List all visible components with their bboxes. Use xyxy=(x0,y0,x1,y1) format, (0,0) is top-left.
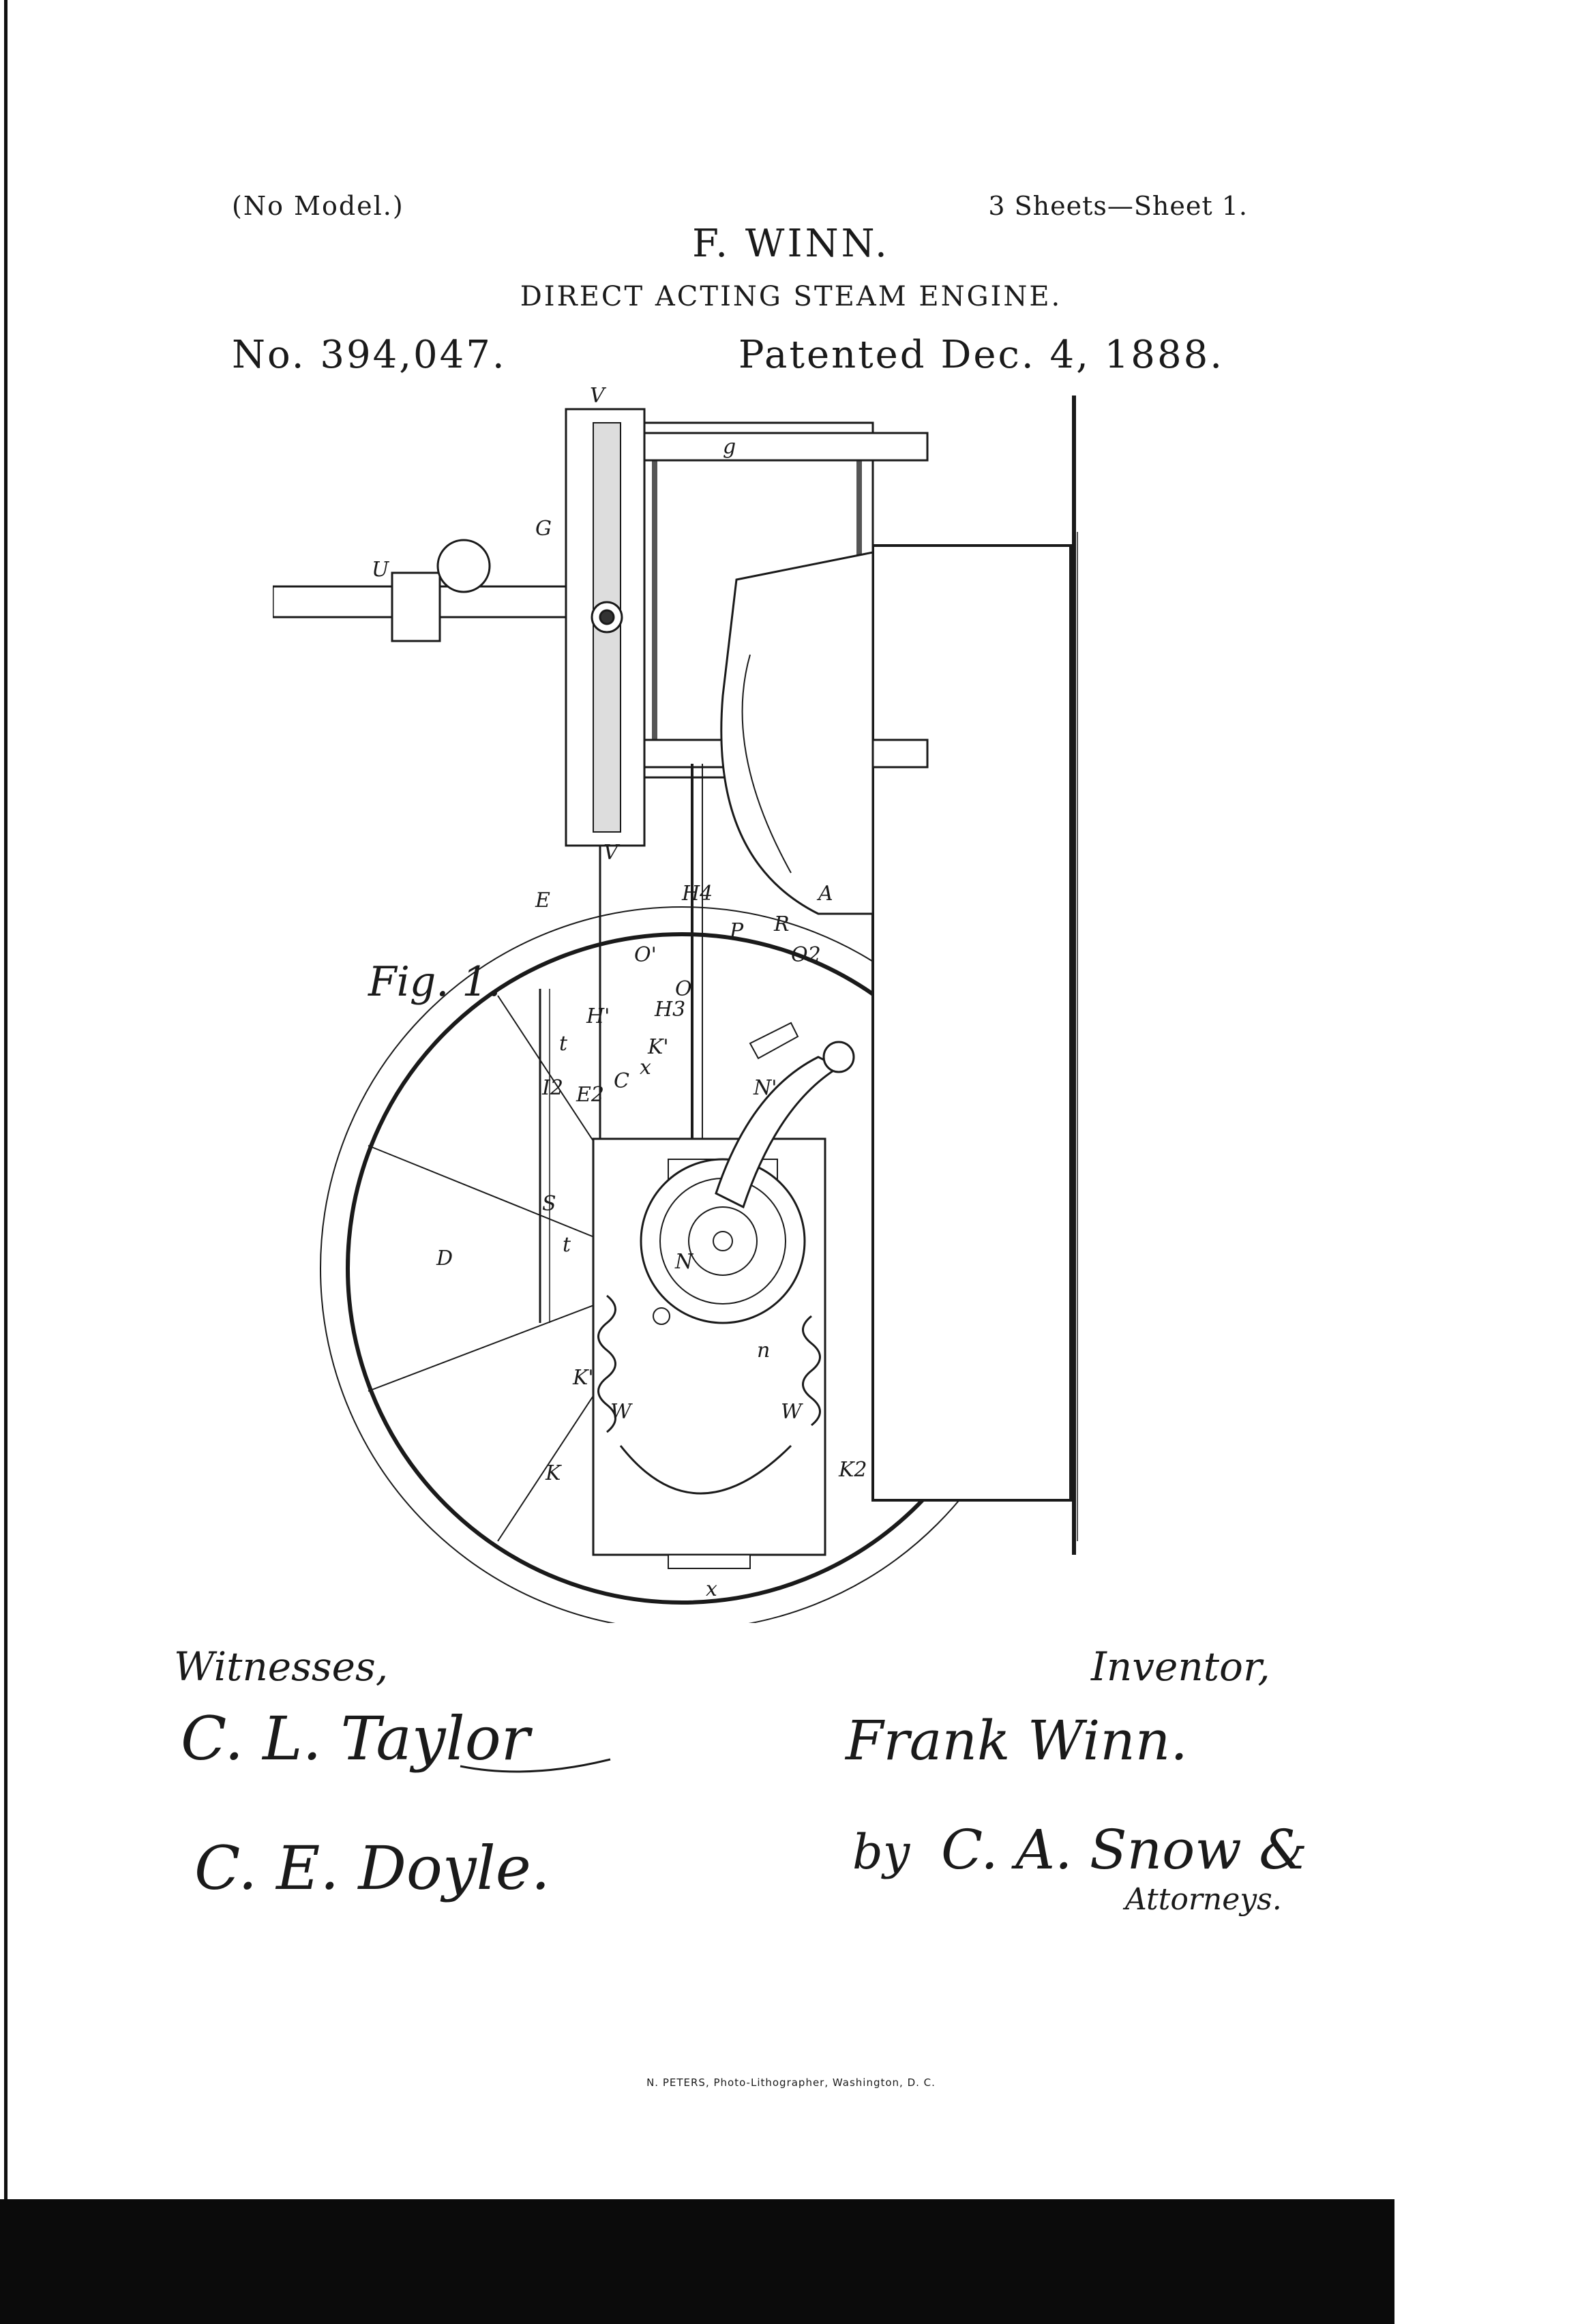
label-N: N xyxy=(674,1250,694,1274)
witnesses-label: Witnesses, xyxy=(174,1643,389,1690)
attorney-signature: C. A. Snow & Co. xyxy=(941,1818,1323,1881)
label-S: S xyxy=(542,1192,556,1216)
witness-signature-2: C. E. Doyle. xyxy=(194,1833,550,1903)
by-word: by xyxy=(852,1824,911,1880)
label-t-upper: t xyxy=(559,1032,568,1056)
witness-signatures: C. L. Taylor C. E. Doyle. xyxy=(181,1703,611,1903)
label-n: n xyxy=(757,1339,770,1362)
label-O1: O' xyxy=(634,943,657,967)
inventor-signature: Frank Winn. xyxy=(844,1709,1188,1772)
label-x: x xyxy=(640,1056,651,1079)
no-model-note: (No Model.) xyxy=(232,191,404,221)
label-C: C xyxy=(614,1069,629,1093)
label-P: P xyxy=(729,919,744,943)
inventor-name: F. WINN. xyxy=(692,222,890,266)
attorneys-label: Attorneys. xyxy=(1122,1882,1282,1917)
patent-date: Patented Dec. 4, 1888. xyxy=(738,333,1224,377)
label-I2: I2 xyxy=(541,1076,563,1100)
label-W-left: W xyxy=(610,1400,633,1424)
printer-credit: N. PETERS, Photo-Lithographer, Washingto… xyxy=(646,2076,936,2089)
label-H3: H3 xyxy=(654,998,685,1022)
inventor-signatures: Frank Winn. by C. A. Snow & Co. Attorney… xyxy=(844,1709,1323,1917)
label-V-top: V xyxy=(590,384,607,408)
scan-bottom-band xyxy=(0,2199,1394,2324)
engine-bed xyxy=(871,544,1072,1502)
label-H1: H' xyxy=(586,1004,610,1028)
label-K: K xyxy=(545,1461,562,1485)
label-N1: N' xyxy=(753,1076,777,1100)
label-t-lower: t xyxy=(563,1233,571,1257)
label-O2: O2 xyxy=(791,943,821,967)
label-E2: E2 xyxy=(576,1083,604,1107)
inventor-label: Inventor, xyxy=(1091,1643,1270,1690)
label-g: g xyxy=(723,435,736,459)
label-H4: H4 xyxy=(681,882,713,906)
label-x-bottom: x xyxy=(706,1577,717,1601)
label-G: G xyxy=(535,517,552,541)
label-U: U xyxy=(372,558,390,582)
scan-left-edge xyxy=(4,0,8,2203)
label-R: R xyxy=(773,912,790,936)
label-A: A xyxy=(816,882,833,906)
label-E: E xyxy=(535,889,550,912)
label-K1-lower: K' xyxy=(572,1366,594,1390)
invention-title: DIRECT ACTING STEAM ENGINE. xyxy=(520,281,1062,312)
patent-number: No. 394,047. xyxy=(232,333,507,377)
label-K2: K2 xyxy=(838,1458,867,1482)
label-W-right: W xyxy=(781,1400,803,1424)
label-D: D xyxy=(436,1247,453,1270)
label-K1: K' xyxy=(647,1035,669,1059)
label-O: O xyxy=(675,977,692,1001)
witness-signature-1: C. L. Taylor xyxy=(181,1703,533,1774)
figure-label: Fig. 1. xyxy=(368,958,501,1006)
label-V-bottom: V xyxy=(603,841,621,865)
sheet-number: 3 Sheets—Sheet 1. xyxy=(988,191,1248,221)
engine-drawing: V g G U A V E H4 P R O2 O' O H3 K' x C N… xyxy=(273,384,1078,1623)
